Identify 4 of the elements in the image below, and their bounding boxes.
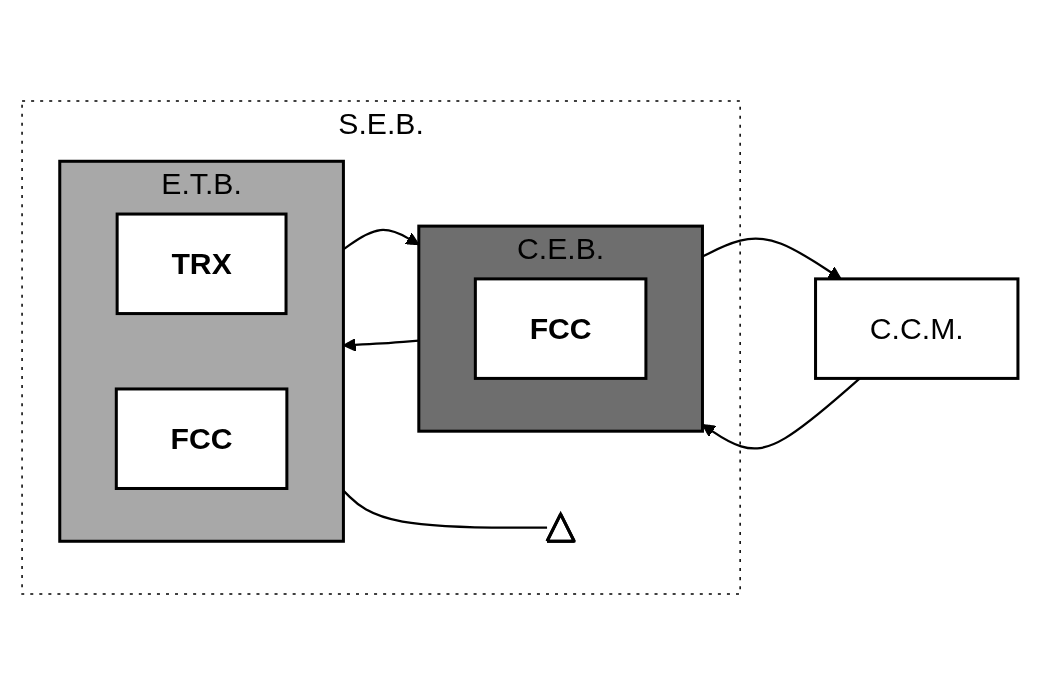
node-box: FCC (473, 277, 648, 380)
node-box: TRX (115, 212, 288, 316)
node-box: C.C.M. (814, 277, 1020, 380)
node-box: FCC (114, 387, 289, 490)
